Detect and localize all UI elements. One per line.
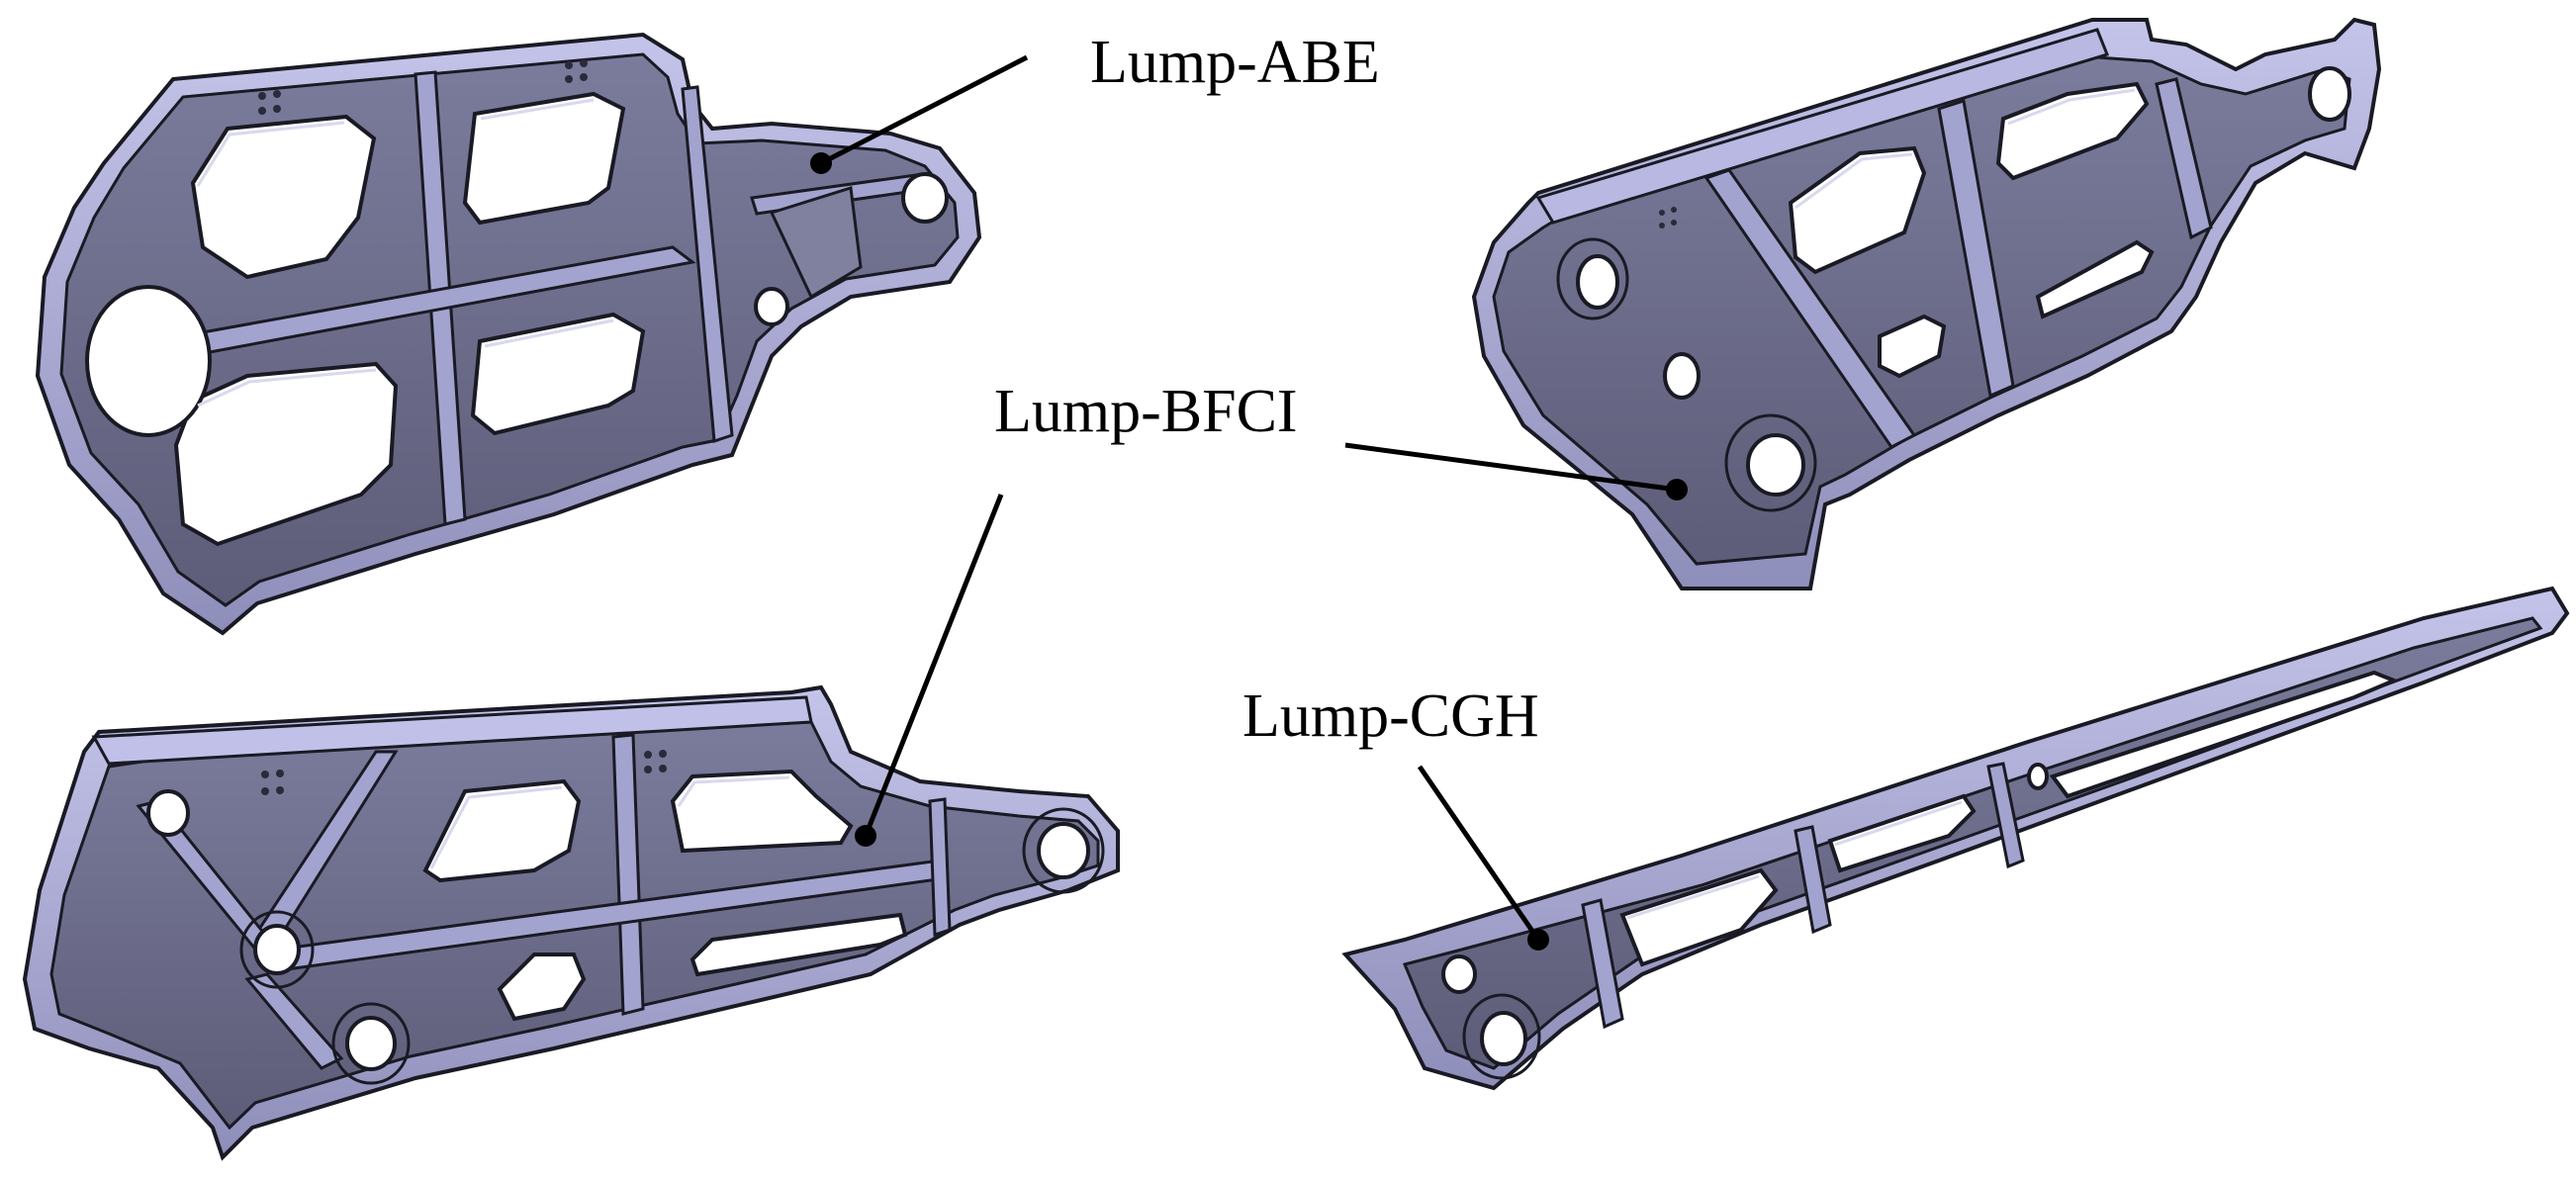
lug-hole: [2308, 66, 2351, 122]
pocket-hole: [690, 912, 908, 977]
leader-line-bfci: [1344, 442, 1678, 493]
pocket-hole: [670, 769, 854, 854]
lug-hole: [1663, 352, 1701, 400]
part-bottom-right: [1341, 586, 2570, 1091]
part-top-left: [35, 32, 1029, 636]
pocket-hole: [1827, 793, 1977, 873]
pocket-hole: [1995, 81, 2150, 181]
pocket-hole: [470, 312, 646, 436]
lug-hole: [1441, 954, 1477, 994]
pocket-hole: [173, 361, 399, 547]
lug-hole: [1576, 254, 1619, 310]
leader-line-abe: [819, 54, 1029, 166]
leader-dot-cgh: [1527, 929, 1549, 951]
label-lump-abe: Lump-ABE: [1090, 29, 1380, 96]
pocket-hole: [1619, 867, 1779, 967]
pocket-hole: [2035, 239, 2155, 319]
part-top-right-face: [1492, 55, 2351, 566]
lug-hole: [345, 1016, 397, 1071]
lug-hole: [253, 924, 301, 975]
boss-hole: [1746, 433, 1805, 497]
part-top-right: [1344, 17, 2382, 590]
lug-hole: [2027, 763, 2049, 790]
leader-dot-abe: [810, 152, 832, 174]
lug-hole: [1037, 822, 1090, 879]
leader-line-cgh: [1417, 765, 1541, 942]
pocket-hole: [2049, 670, 2400, 799]
large-bore-hole: [85, 285, 212, 437]
lug-hole: [146, 789, 190, 837]
pocket-hole: [1878, 314, 1947, 379]
lug-hole: [1480, 1011, 1527, 1066]
part-bottom-left: [22, 494, 1120, 1161]
pocket-hole: [1788, 145, 1927, 275]
pocket-hole: [190, 114, 377, 280]
leader-dot-bfci: [1666, 479, 1688, 500]
label-lump-cgh: Lump-CGH: [1242, 682, 1539, 750]
pocket-hole: [462, 91, 626, 226]
leader-dot-bfci-2: [855, 825, 876, 847]
leader-line-bfci-2: [863, 494, 1004, 837]
lug-hole: [901, 172, 949, 224]
label-lump-bfci: Lump-BFCI: [994, 378, 1298, 445]
pocket-hole: [497, 953, 587, 1022]
lug-hole: [754, 287, 789, 326]
